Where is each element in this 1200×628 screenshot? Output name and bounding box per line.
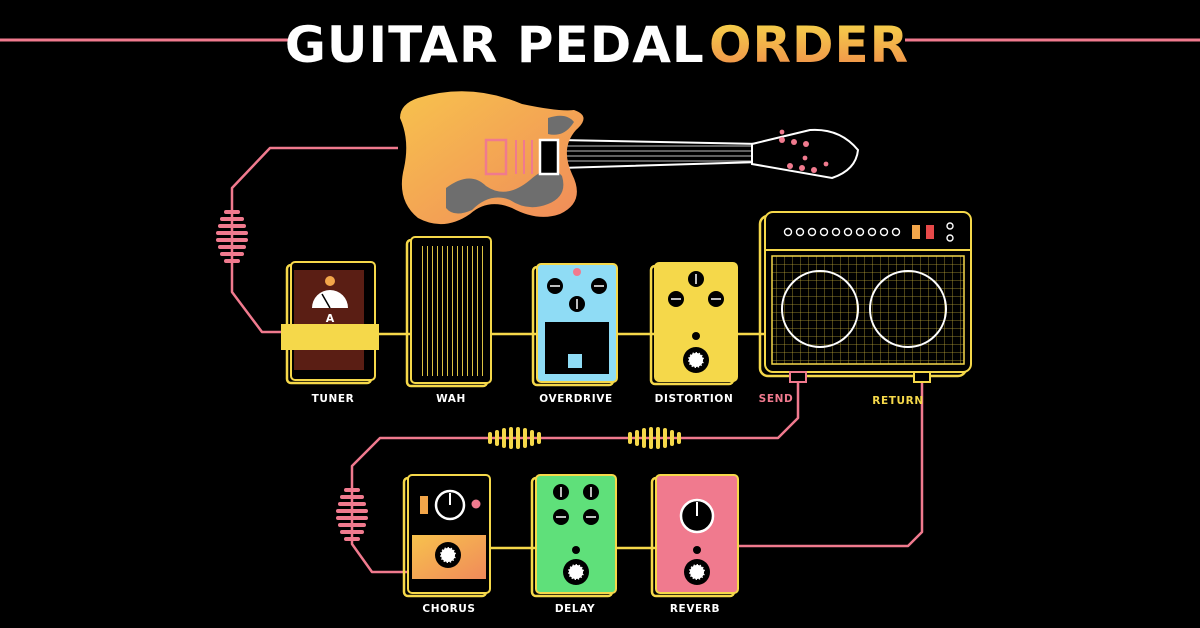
overdrive-footswitch (568, 354, 582, 368)
guitar-neck (559, 138, 761, 170)
label-overdrive: OVERDRIVE (539, 393, 612, 405)
amp-control-knobs (783, 227, 901, 237)
wah-pedal (405, 236, 492, 388)
label-wah: WAH (436, 393, 466, 405)
pickup-middle (515, 140, 533, 174)
tuning-pegs (779, 129, 829, 173)
chorus-indicator (471, 499, 481, 509)
labels: TUNER WAH OVERDRIVE DISTORTION SEND RETU… (312, 393, 923, 615)
tuner-note: A (326, 312, 335, 325)
amplifier (758, 211, 972, 383)
amp-send-jack (789, 371, 807, 383)
label-tuner: TUNER (312, 393, 355, 405)
overdrive-pedal (531, 263, 618, 387)
tuner-needle (321, 293, 331, 309)
cable-coil-left-lower (336, 488, 368, 541)
tuner-pedal: A (281, 261, 379, 385)
label-chorus: CHORUS (422, 603, 475, 615)
electric-guitar (400, 91, 860, 225)
guitar-headstock (751, 128, 860, 180)
guitar-pickguard (446, 169, 564, 214)
reverb-pedal (650, 474, 739, 598)
tuner-gauge-icon (312, 290, 348, 308)
label-return: RETURN (872, 395, 923, 407)
guitar-pickguard-top (548, 115, 574, 135)
amp-jacks (946, 222, 954, 242)
amp-return-jack (913, 371, 931, 383)
cable-send (350, 382, 800, 574)
delay-led (572, 546, 580, 554)
pickup-neck (484, 138, 508, 176)
amp-speaker-right (869, 270, 947, 348)
tuner-footswitch (281, 324, 379, 350)
chorus-pedal (402, 474, 491, 598)
amp-speaker-left (781, 270, 859, 348)
chorus-led (420, 496, 428, 514)
overdrive-led (573, 268, 581, 276)
label-distortion: DISTORTION (655, 393, 734, 405)
amp-grille (771, 255, 965, 365)
label-send: SEND (759, 393, 794, 405)
distortion-pedal (649, 262, 738, 386)
title-part-2: ORDER (709, 16, 909, 74)
cable-coil-send-left (488, 427, 541, 449)
cable-coil-send-right (628, 427, 681, 449)
amp-switch-red (926, 225, 934, 239)
tuner-note-dot (325, 276, 335, 286)
label-delay: DELAY (555, 603, 595, 615)
distortion-led (692, 332, 700, 340)
reverb-led (693, 546, 701, 554)
cable-coil-left-upper (216, 210, 248, 263)
wah-treadle (418, 246, 484, 376)
label-reverb: REVERB (670, 603, 720, 615)
amp-switch-yellow (912, 225, 920, 239)
title-part-1: GUITAR PEDAL (285, 16, 703, 74)
cable-return (736, 382, 924, 548)
pickup-bridge (538, 138, 560, 176)
delay-pedal (530, 474, 617, 598)
